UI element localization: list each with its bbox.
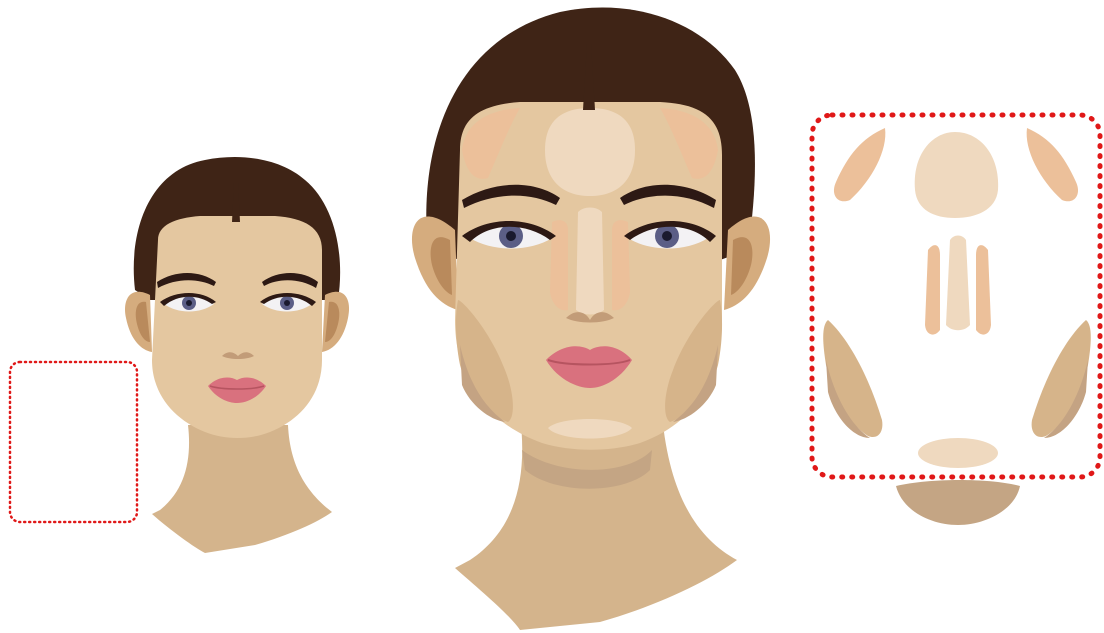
forehead-zone: [915, 132, 998, 218]
right-pupil: [662, 231, 672, 241]
face: [152, 216, 322, 438]
right-cheek-zone: [1032, 320, 1091, 437]
contour-zones-diagram: [812, 115, 1100, 525]
nose-left-zone: [925, 245, 940, 334]
dotted-frame-icon: [10, 362, 137, 522]
empty-dotted-frame: [10, 362, 137, 522]
chin-zone: [918, 438, 998, 468]
neck-shadow-zone: [896, 480, 1020, 525]
right-temple-zone: [1027, 128, 1078, 201]
nose-right-contour: [612, 220, 630, 310]
nose-highlight: [576, 208, 604, 315]
nose-center-zone: [946, 236, 970, 331]
forehead-highlight: [545, 108, 635, 196]
left-temple-zone: [834, 128, 885, 201]
left-cheek-zone: [823, 320, 882, 437]
neck: [152, 425, 332, 553]
small-face-illustration: [125, 157, 349, 553]
left-pupil: [186, 300, 192, 306]
left-pupil: [506, 231, 516, 241]
nose-left-contour: [550, 220, 568, 310]
large-face-illustration: [412, 7, 770, 630]
right-pupil: [284, 300, 290, 306]
nose-right-zone: [976, 245, 991, 334]
